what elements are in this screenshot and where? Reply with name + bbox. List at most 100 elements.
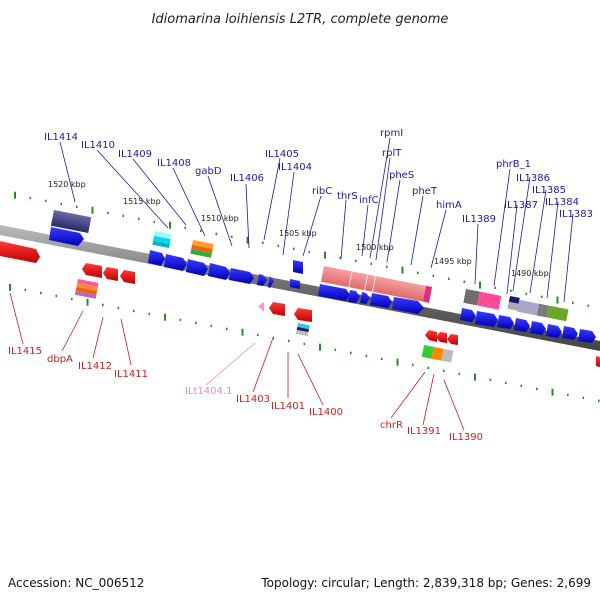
minor-tick <box>200 229 202 233</box>
gene-il1403[interactable] <box>269 302 285 316</box>
label-il1386[interactable]: IL1386 <box>516 173 550 184</box>
gene-il1409[interactable] <box>148 250 165 266</box>
label-il1411[interactable]: IL1411 <box>114 369 148 380</box>
gene-edge[interactable] <box>596 356 600 367</box>
gene-phes[interactable] <box>370 293 392 308</box>
label-il1387[interactable]: IL1387 <box>504 200 538 211</box>
gene-il1400[interactable] <box>294 308 312 322</box>
gene-ribc-small[interactable] <box>290 279 300 289</box>
label-thrs[interactable]: thrS <box>337 191 358 202</box>
label-phes[interactable]: pheS <box>389 170 414 181</box>
label-phet[interactable]: pheT <box>412 186 438 197</box>
feature-il1386[interactable] <box>507 295 569 322</box>
major-tick <box>324 251 326 259</box>
label-il1383[interactable]: IL1383 <box>559 209 593 220</box>
feature-rrna-block[interactable] <box>320 266 432 303</box>
gene-il1390[interactable] <box>447 334 458 345</box>
minor-tick <box>520 384 523 388</box>
gene-il1389[interactable] <box>460 308 476 322</box>
gene-phrb[interactable] <box>475 311 498 327</box>
feature-il1400[interactable] <box>295 323 310 337</box>
minor-tick <box>443 369 445 373</box>
trna-ilt1404[interactable] <box>258 302 264 312</box>
gene-il1411[interactable] <box>120 270 135 284</box>
feature-dbpa[interactable] <box>74 278 99 299</box>
label-gabd[interactable]: gabD <box>195 166 222 177</box>
gene-il1412[interactable] <box>103 267 118 281</box>
minor-tick <box>582 396 585 400</box>
label-il1403[interactable]: IL1403 <box>236 394 270 405</box>
label-il1415[interactable]: IL1415 <box>8 346 42 357</box>
minor-tick <box>365 354 368 358</box>
gene-thrs[interactable] <box>318 284 350 301</box>
label-il1410[interactable]: IL1410 <box>81 140 115 151</box>
minor-tick <box>24 288 27 292</box>
label-il1401[interactable]: IL1401 <box>271 401 305 412</box>
label-hima[interactable]: himA <box>436 200 462 211</box>
label-il1406[interactable]: IL1406 <box>230 173 264 184</box>
minor-tick <box>505 381 507 385</box>
label-il1404[interactable]: IL1404 <box>278 162 312 173</box>
feature-chrr[interactable] <box>421 345 454 363</box>
feature-il1408[interactable] <box>190 239 214 258</box>
label-il1414[interactable]: IL1414 <box>44 132 78 143</box>
label-phrb1[interactable]: phrB_1 <box>496 159 531 170</box>
scale-label-1515: 1515 kbp <box>123 197 161 206</box>
gene-il1392[interactable] <box>425 330 437 342</box>
gene-infc[interactable] <box>348 290 360 303</box>
minor-tick <box>179 318 182 322</box>
label-il1409[interactable]: IL1409 <box>118 149 152 160</box>
gene-il1386[interactable] <box>514 318 530 332</box>
gene-il1415[interactable] <box>0 241 40 263</box>
label-il1391[interactable]: IL1391 <box>407 426 441 437</box>
label-il1400[interactable]: IL1400 <box>309 407 343 418</box>
major-tick <box>396 358 399 366</box>
label-ilt1404-1[interactable]: ILt1404.1 <box>185 386 232 397</box>
footer: Accession: NC_006512 Topology: circular;… <box>8 576 591 590</box>
gene-dbpa[interactable] <box>82 263 102 278</box>
scale-label-1490: 1490 kbp <box>511 269 549 278</box>
label-il1408[interactable]: IL1408 <box>157 158 191 169</box>
gene-rpmi[interactable] <box>360 292 370 304</box>
gene-il1391[interactable] <box>436 332 447 343</box>
feature-il1414[interactable] <box>50 210 92 233</box>
gene-il1404[interactable] <box>257 274 267 286</box>
minor-tick <box>525 292 528 295</box>
gene-phet[interactable] <box>392 297 424 314</box>
label-il1412[interactable]: IL1412 <box>78 361 112 372</box>
gene-il1408[interactable] <box>164 254 187 271</box>
feature-il1389[interactable] <box>463 288 502 310</box>
gene-il1405[interactable] <box>229 268 254 284</box>
gene-il1384[interactable] <box>546 324 562 338</box>
label-dbpa[interactable]: dbpA <box>47 354 73 365</box>
major-tick <box>474 373 476 381</box>
page-title: Idiomarina loihiensis L2TR, complete gen… <box>152 12 449 27</box>
label-il1389[interactable]: IL1389 <box>462 214 496 225</box>
gene-il1406[interactable] <box>208 263 230 280</box>
label-ribc[interactable]: ribC <box>312 186 332 197</box>
gene-ribc[interactable] <box>293 260 303 274</box>
feature-il1409[interactable] <box>152 231 172 248</box>
top-labels: IL1414 IL1410 IL1409 IL1408 gabD IL1406 … <box>44 128 593 225</box>
minor-tick <box>432 274 435 278</box>
label-il1385[interactable]: IL1385 <box>532 185 566 196</box>
label-il1390[interactable]: IL1390 <box>449 432 483 443</box>
gene-il1387[interactable] <box>497 315 514 329</box>
label-chrr[interactable]: chrR <box>380 420 403 431</box>
bottom-labels: IL1415 dbpA IL1412 IL1411 IL1403 IL1401 … <box>8 346 483 443</box>
minor-tick <box>288 339 290 343</box>
label-rpmi[interactable]: rpmI <box>380 128 403 139</box>
minor-tick <box>231 235 233 239</box>
label-rplt[interactable]: rplT <box>382 148 402 159</box>
label-il1405[interactable]: IL1405 <box>265 149 299 160</box>
gene-il1414[interactable] <box>49 227 84 246</box>
gene-il1404b[interactable] <box>268 276 274 288</box>
gene-gabd[interactable] <box>186 259 208 276</box>
minor-tick <box>102 303 104 307</box>
label-infc[interactable]: infC <box>359 195 379 206</box>
minor-tick <box>272 336 275 340</box>
gene-il1383[interactable] <box>562 326 578 340</box>
gene-il1385[interactable] <box>530 321 546 335</box>
label-il1384[interactable]: IL1384 <box>545 197 579 208</box>
gene-il1383b[interactable] <box>578 329 596 343</box>
